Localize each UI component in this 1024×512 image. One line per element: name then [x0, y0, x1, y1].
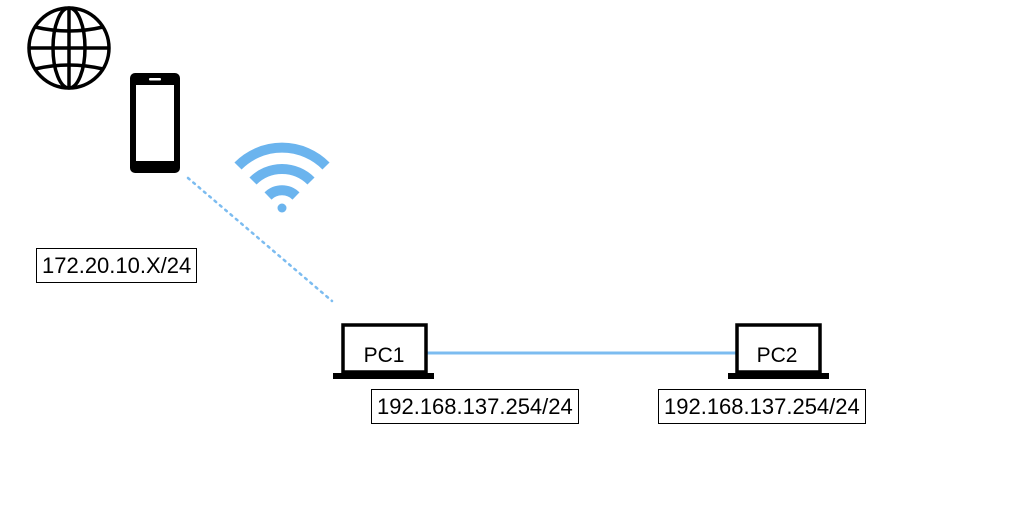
wifi-icon — [234, 142, 330, 213]
pc2-ip-label: 192.168.137.254/24 — [658, 389, 866, 424]
pc2-label: PC2 — [757, 344, 798, 367]
pc1-label: PC1 — [364, 344, 405, 367]
pc1-ip-label: 192.168.137.254/24 — [371, 389, 579, 424]
pc2-laptop: PC2 — [728, 323, 829, 379]
pc1-laptop: PC1 — [333, 323, 434, 379]
laptop-icon — [728, 323, 829, 379]
laptop-icon — [333, 323, 434, 379]
smartphone-icon — [130, 73, 180, 173]
globe-icon — [27, 6, 111, 90]
wireless-link — [186, 176, 334, 303]
phone-ip-label: 172.20.10.X/24 — [36, 248, 198, 283]
